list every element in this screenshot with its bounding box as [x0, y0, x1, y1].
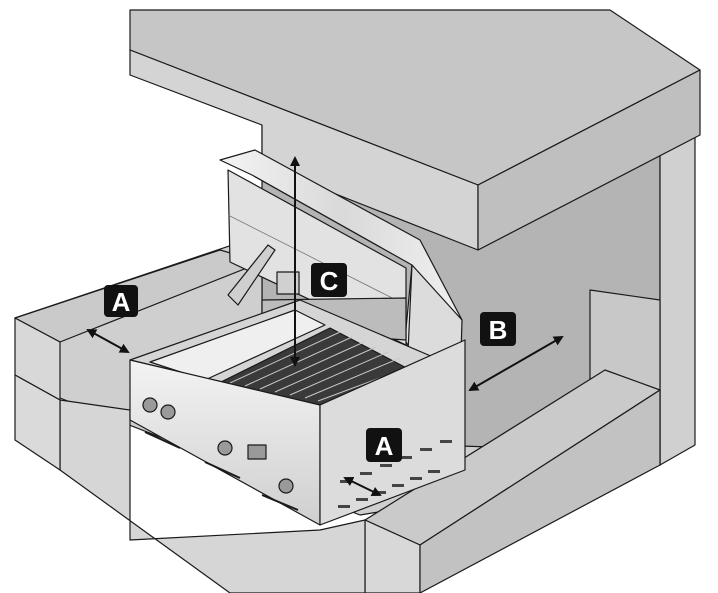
enclosure-overhead-side [477, 69, 701, 251]
label-a-left: A [104, 285, 138, 317]
clearance-arrows [86, 156, 564, 497]
label-c-text: C [320, 266, 339, 296]
label-b: B [480, 312, 516, 346]
ignition-box [247, 444, 267, 460]
knob-icon [160, 404, 176, 420]
knob-icon [278, 478, 294, 494]
label-a-front: A [366, 428, 402, 462]
label-c: C [311, 263, 347, 297]
knob-icon [142, 397, 158, 413]
grill-controls [142, 397, 294, 494]
enclosure-left-side [14, 374, 61, 471]
grill-handles [144, 431, 299, 511]
label-b-text: B [489, 315, 508, 345]
clearance-arrow-a-left [86, 329, 130, 353]
label-a-front-text: A [375, 431, 394, 461]
knob-icon [217, 440, 233, 456]
enclosure-front-block-side [419, 389, 661, 593]
grill-left-arm [227, 244, 276, 306]
enclosure-floor [59, 399, 366, 593]
clearance-arrow-a-front [343, 476, 382, 497]
enclosure-right-pillar-front [659, 129, 696, 466]
clearance-arrow-b [468, 336, 564, 391]
label-a-left-text: A [112, 287, 131, 317]
